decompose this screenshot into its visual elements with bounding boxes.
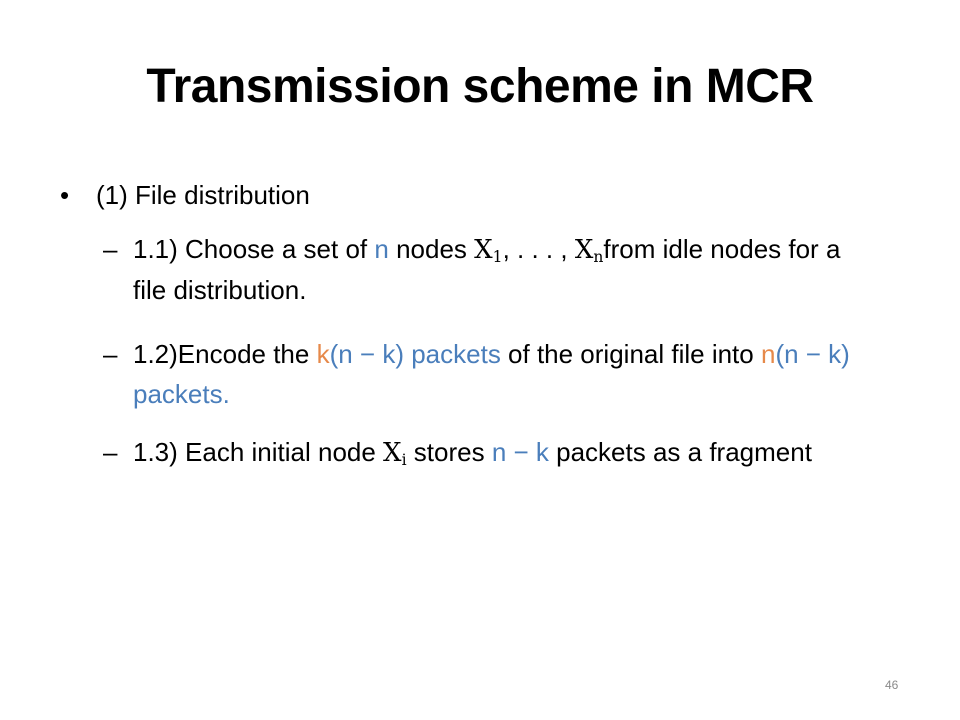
variable-x: X1 — [474, 235, 503, 266]
dash-mark: – — [103, 437, 118, 467]
dash-mark: – — [103, 234, 118, 264]
sub-item-1-2-text: 1.2)Encode the k(n − k) packets of the o… — [133, 334, 873, 414]
bullet-file-distribution: • (1) File distribution — [60, 177, 310, 213]
dash-mark: – — [103, 339, 118, 369]
page-number: 46 — [885, 678, 899, 692]
text-fragment: , . . . , — [502, 234, 575, 264]
highlight-packets: (n − k) packets. — [133, 339, 850, 409]
highlight-k: k — [316, 339, 330, 369]
bullet-mark: • — [60, 180, 70, 210]
slide-title: Transmission scheme in MCR — [146, 60, 814, 113]
sub-item-1-3-text: 1.3) Each initial node Xi stores n − k p… — [133, 432, 873, 473]
variable-x: Xi — [383, 438, 407, 469]
sub-item-1-1-text: 1.1) Choose a set of n nodes X1, . . . ,… — [133, 229, 873, 310]
highlight-n: n — [760, 339, 776, 369]
text-fragment: stores — [406, 437, 492, 467]
text-fragment: from idle nodes for a file distribution. — [133, 234, 841, 305]
sub-item-1-1: – 1.1) Choose a set of n nodes X1, . . .… — [103, 229, 873, 310]
text-fragment: of the original file into — [500, 339, 761, 369]
text-fragment: 1.2)Encode the — [133, 339, 317, 369]
highlight-packets: (n − k) packets — [329, 339, 501, 369]
text-fragment: 1.3) Each initial node — [133, 437, 384, 467]
text-fragment: nodes — [388, 234, 475, 264]
variable-x: Xn — [574, 235, 604, 266]
highlight-n-minus-k: n − k — [491, 437, 549, 467]
text-fragment: 1.1) Choose a set of — [133, 234, 375, 264]
sub-item-1-3: – 1.3) Each initial node Xi stores n − k… — [103, 432, 873, 473]
bullet-text: (1) File distribution — [96, 180, 310, 210]
sub-item-1-2: – 1.2)Encode the k(n − k) packets of the… — [103, 334, 873, 414]
text-fragment: packets as a fragment — [548, 437, 812, 467]
highlight-n: n — [374, 234, 389, 264]
